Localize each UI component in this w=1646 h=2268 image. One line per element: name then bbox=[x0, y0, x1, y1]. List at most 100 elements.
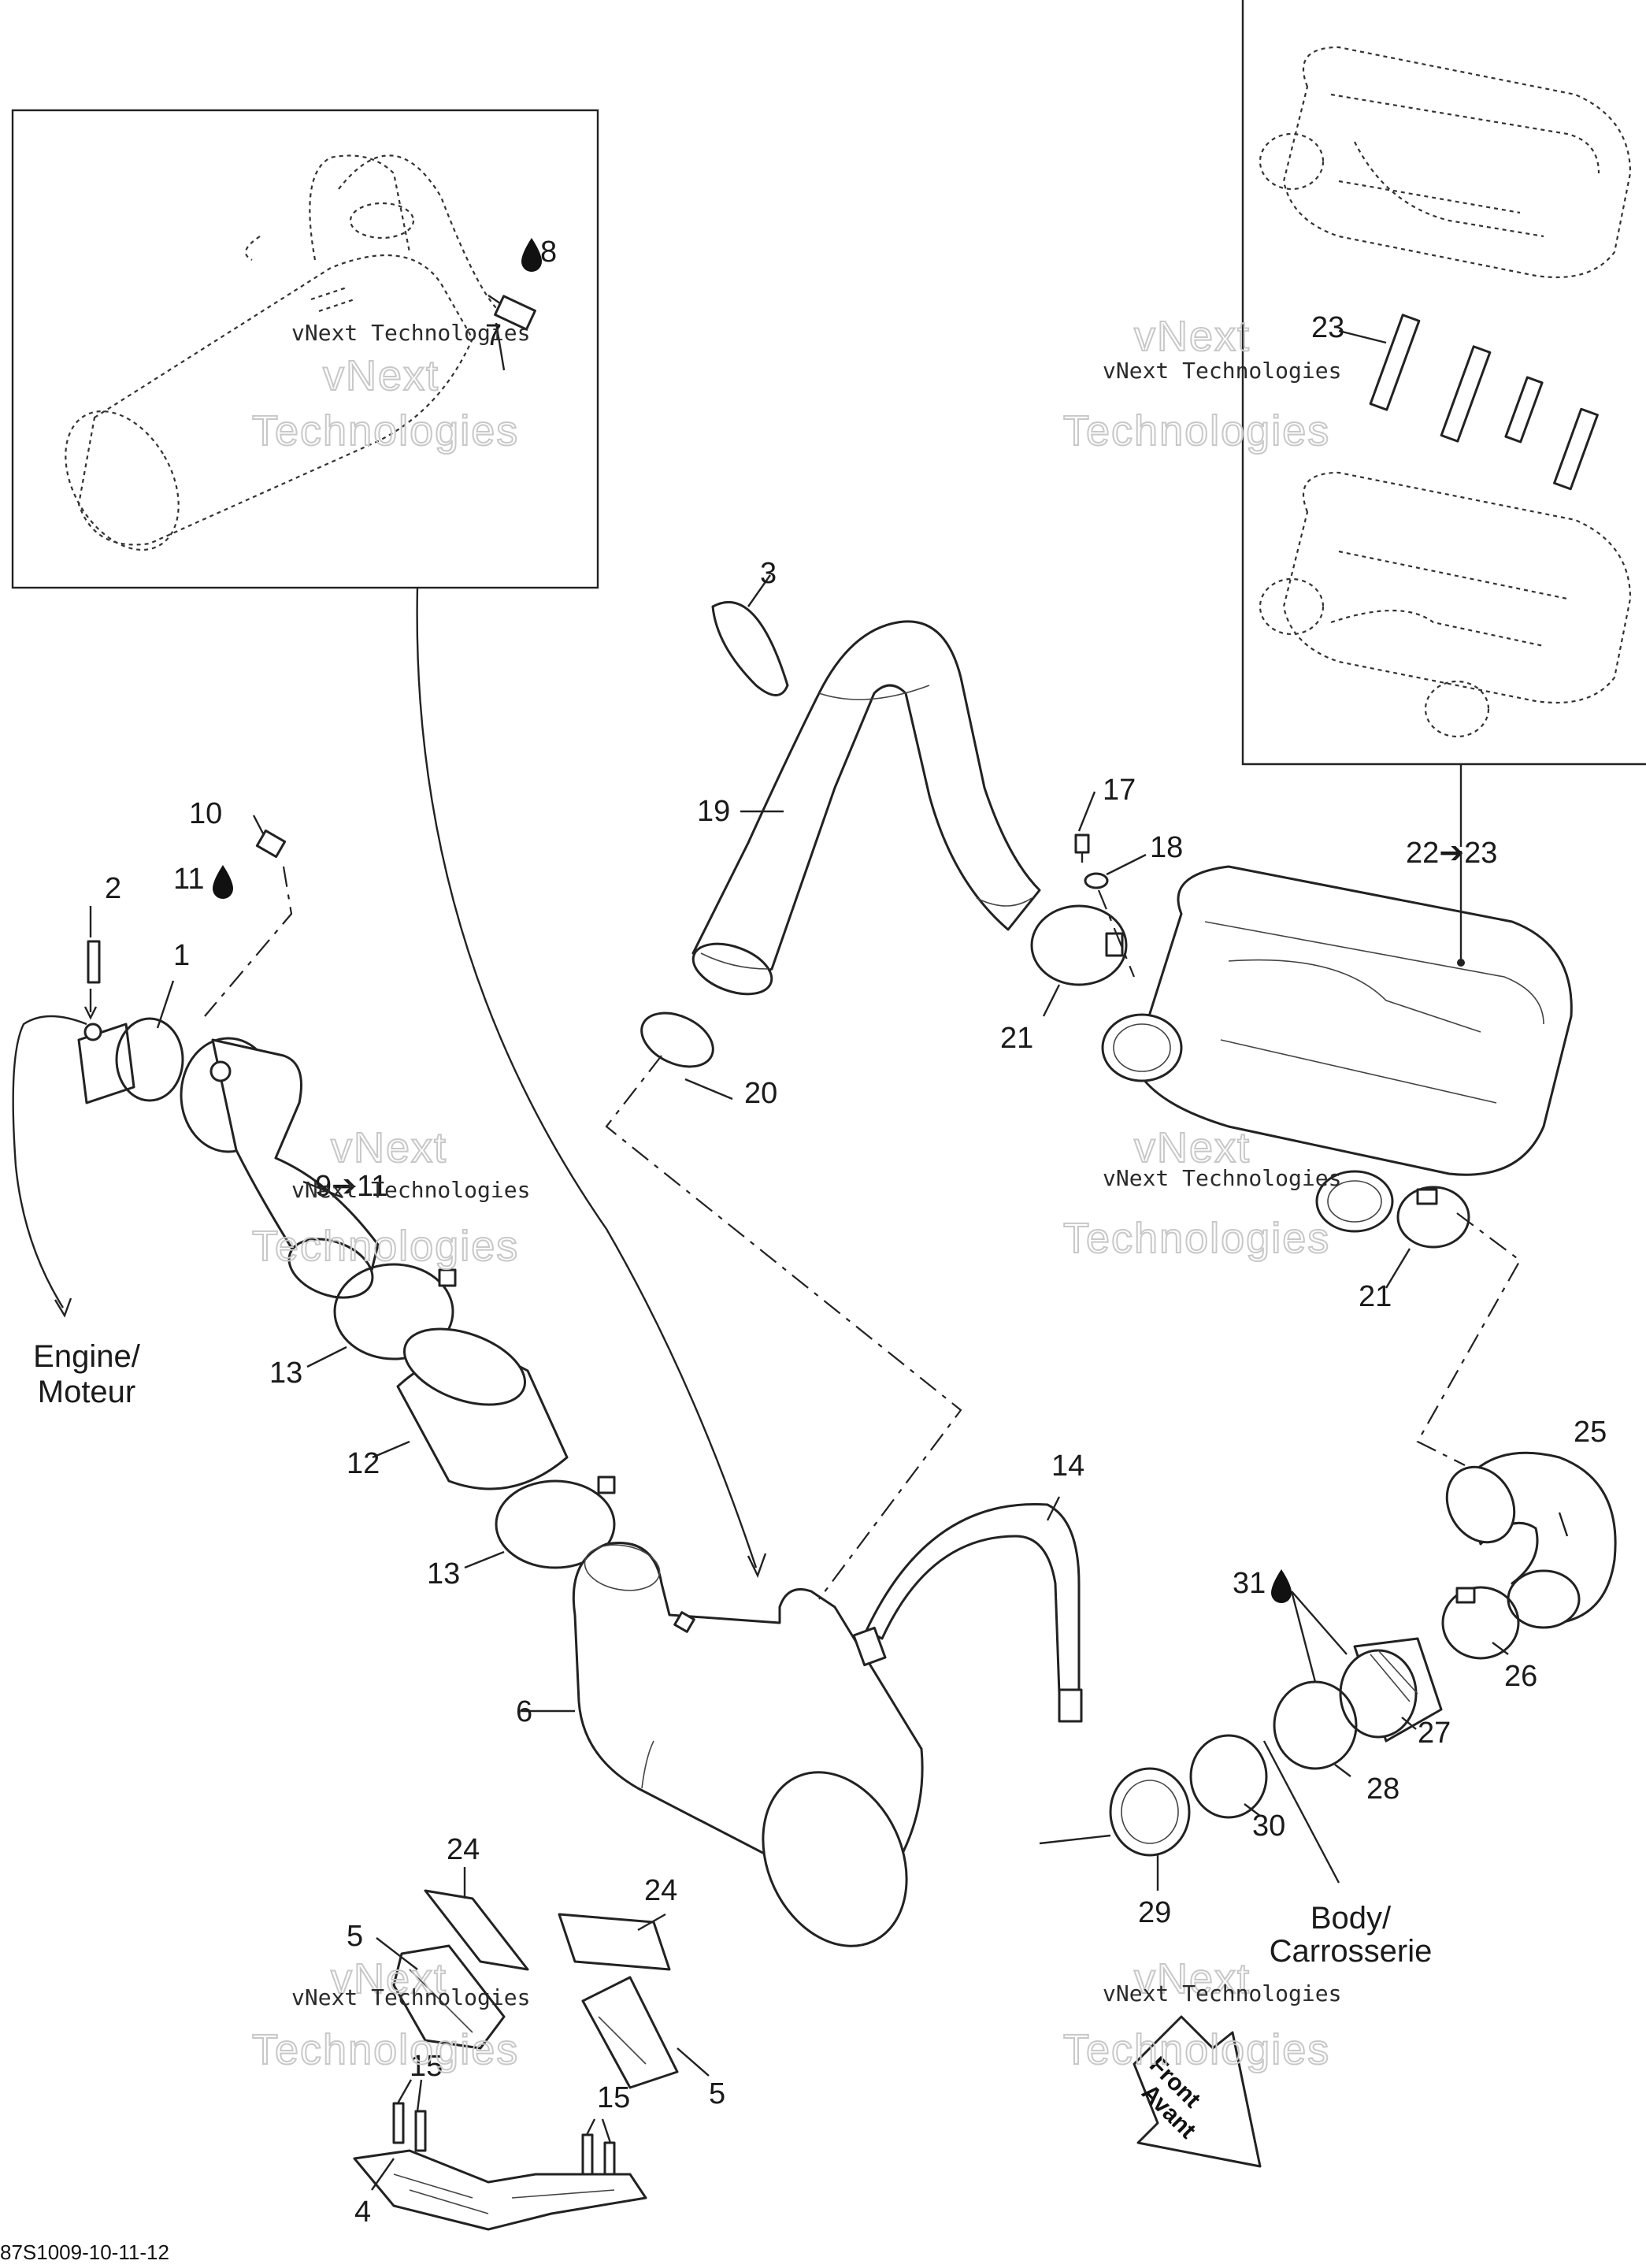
part-19-pipe bbox=[691, 620, 1041, 996]
callout-2: 2 bbox=[105, 872, 121, 905]
svg-text:Technologies: Technologies bbox=[252, 2026, 519, 2073]
callout-5a: 5 bbox=[347, 1920, 363, 1953]
svg-text:vNext Technologies: vNext Technologies bbox=[1103, 358, 1341, 384]
callout-24b: 24 bbox=[644, 1874, 677, 1907]
part-1-clamp bbox=[12, 1015, 184, 1318]
part-30-gasket bbox=[1189, 1734, 1268, 1819]
drawing-code: 87S1009-10-11-12 bbox=[0, 2240, 169, 2264]
part-5-bracket-right bbox=[581, 1976, 679, 2089]
part-9-head-pipe bbox=[180, 1037, 380, 1299]
part-13-clamp-a bbox=[333, 1263, 457, 1360]
callout-23: 23 bbox=[1311, 311, 1344, 344]
svg-text:Technologies: Technologies bbox=[1063, 2026, 1330, 2073]
svg-text:Technologies: Technologies bbox=[1063, 407, 1330, 455]
svg-text:Technologies: Technologies bbox=[252, 407, 519, 455]
watermark-5: vNext vNext Technologies Technologies bbox=[251, 1954, 530, 2074]
svg-text:vNext: vNext bbox=[1134, 313, 1251, 360]
part-21-clamp-upper bbox=[1030, 904, 1128, 986]
svg-text:vNext: vNext bbox=[323, 352, 439, 399]
part-24-pad-left bbox=[424, 1889, 529, 1971]
callout-20: 20 bbox=[744, 1077, 777, 1110]
callout-8: 8 bbox=[540, 236, 557, 269]
watermark-4: vNext vNext Technologies Technologies bbox=[1062, 1123, 1341, 1263]
svg-text:vNext Technologies: vNext Technologies bbox=[291, 1984, 530, 2010]
part-20-clamp bbox=[640, 1012, 714, 1068]
part-12-sleeve bbox=[396, 1327, 569, 1490]
callout-3: 3 bbox=[760, 557, 777, 590]
part-17-bolt bbox=[1074, 833, 1090, 863]
callout-14: 14 bbox=[1051, 1450, 1084, 1483]
oil-drop-icon bbox=[521, 238, 542, 272]
callout-27: 27 bbox=[1418, 1717, 1451, 1750]
callout-9: 9➔11 bbox=[315, 1170, 387, 1203]
part-29-outlet bbox=[1109, 1767, 1191, 1857]
svg-text:vNext: vNext bbox=[331, 1955, 447, 2003]
callout-12: 12 bbox=[347, 1447, 380, 1480]
part-13-clamp-b bbox=[495, 1475, 616, 1569]
inset-resonator-detail bbox=[1241, 0, 1646, 766]
callout-19: 19 bbox=[697, 795, 730, 828]
svg-text:Technologies: Technologies bbox=[1063, 1215, 1330, 1262]
part-28-gasket bbox=[1273, 1680, 1358, 1770]
part-4-heat-shield bbox=[353, 2149, 647, 2231]
part-25-elbow bbox=[1445, 1451, 1617, 1629]
body-label-fr: Carrosserie bbox=[1270, 1934, 1433, 1969]
part-18-washer bbox=[1084, 872, 1109, 889]
part-27-fitting bbox=[1339, 1637, 1443, 1743]
callout-31: 31 bbox=[1233, 1567, 1266, 1600]
callout-18: 18 bbox=[1150, 831, 1183, 864]
part-22-resonator bbox=[1101, 865, 1573, 1233]
svg-text:vNext Technologies: vNext Technologies bbox=[291, 1177, 530, 1203]
callout-5b: 5 bbox=[709, 2077, 725, 2110]
callout-30: 30 bbox=[1252, 1810, 1285, 1843]
engine-label: Engine/ bbox=[33, 1339, 141, 1374]
part-15-bolts-left bbox=[392, 2102, 427, 2152]
watermark-3: vNext vNext Technologies Technologies bbox=[251, 1123, 530, 1271]
callout-25: 25 bbox=[1574, 1416, 1607, 1449]
callout-21b: 21 bbox=[1359, 1280, 1392, 1313]
svg-text:Technologies: Technologies bbox=[252, 1223, 519, 1270]
callout-10: 10 bbox=[189, 797, 222, 830]
oil-drop-icon bbox=[213, 865, 233, 899]
engine-label-fr: Moteur bbox=[38, 1375, 136, 1409]
part-5-bracket-left bbox=[392, 1944, 506, 2050]
watermark-6: vNext vNext Technologies Technologies bbox=[1062, 1954, 1341, 2074]
part-21-clamp-lower bbox=[1396, 1186, 1470, 1249]
callout-15b: 15 bbox=[597, 2081, 630, 2114]
svg-text:vNext Technologies: vNext Technologies bbox=[1103, 1165, 1341, 1191]
callout-28: 28 bbox=[1366, 1772, 1399, 1806]
part-2-pin bbox=[87, 940, 101, 984]
oil-drop-icon bbox=[1271, 1569, 1292, 1603]
callout-26: 26 bbox=[1504, 1660, 1537, 1693]
callout-1: 1 bbox=[173, 939, 190, 972]
callout-11: 11 bbox=[173, 863, 204, 896]
inset-muffler-detail bbox=[11, 109, 599, 589]
front-arrow-icon: Front Avant bbox=[1133, 2015, 1262, 2168]
callout-7: 7 bbox=[485, 319, 502, 352]
callout-13a: 13 bbox=[269, 1357, 302, 1390]
part-14-strap bbox=[865, 1502, 1081, 1695]
svg-text:vNext Technologies: vNext Technologies bbox=[1103, 1980, 1341, 2006]
watermark-2: vNext vNext Technologies Technologies bbox=[1062, 312, 1341, 455]
svg-text:vNext: vNext bbox=[331, 1124, 447, 1171]
watermark-1: vNext vNext Technologies Technologies bbox=[251, 320, 530, 455]
svg-text:vNext Technologies: vNext Technologies bbox=[291, 320, 530, 346]
part-26-clamp bbox=[1441, 1586, 1520, 1660]
part-6-muffler bbox=[572, 1542, 924, 1947]
callout-21a: 21 bbox=[1000, 1022, 1033, 1055]
callout-4: 4 bbox=[354, 2196, 371, 2229]
callout-29: 29 bbox=[1138, 1896, 1171, 1929]
callout-24a: 24 bbox=[447, 1833, 480, 1866]
callout-22: 22➔23 bbox=[1406, 837, 1497, 870]
part-3-strap bbox=[711, 600, 789, 696]
callout-15a: 15 bbox=[410, 2050, 443, 2083]
callout-6: 6 bbox=[516, 1695, 532, 1728]
part-10-nipple bbox=[255, 829, 287, 859]
callout-17: 17 bbox=[1103, 774, 1136, 807]
leader-lines bbox=[83, 329, 1569, 2191]
body-label: Body/ bbox=[1310, 1901, 1392, 1936]
callout-13b: 13 bbox=[427, 1557, 460, 1591]
svg-text:vNext: vNext bbox=[1134, 1955, 1251, 2003]
svg-text:vNext: vNext bbox=[1134, 1124, 1251, 1171]
